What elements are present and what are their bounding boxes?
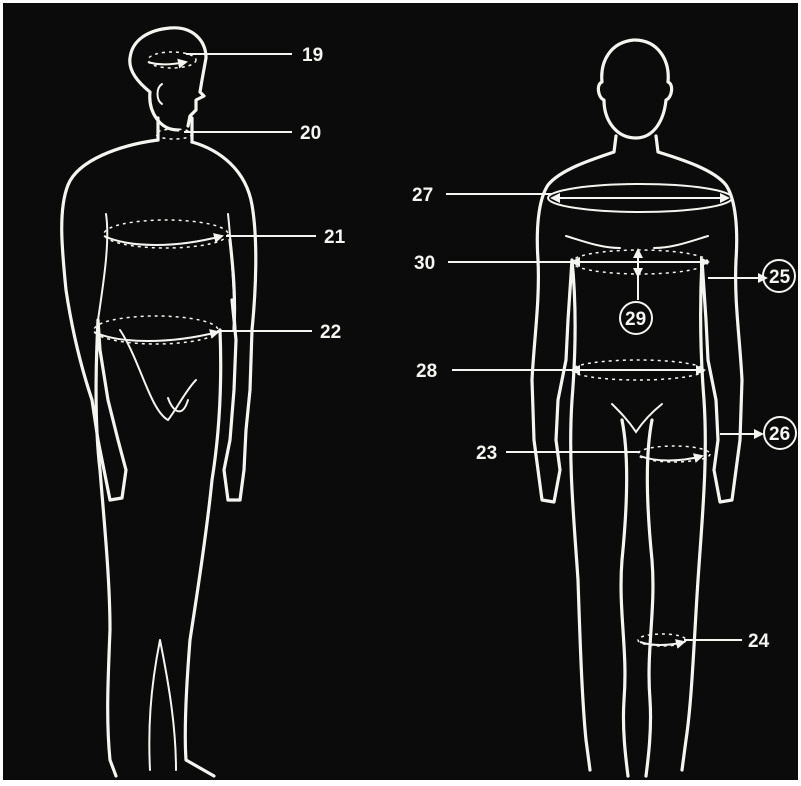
diagram-background (3, 3, 798, 780)
label-25: 25 (769, 267, 791, 288)
label-23: 23 (476, 443, 497, 464)
label-30: 30 (414, 253, 435, 274)
label-19: 19 (302, 45, 323, 66)
label-27: 27 (412, 185, 433, 206)
label-26: 26 (769, 424, 790, 445)
label-20: 20 (300, 123, 321, 144)
label-22: 22 (320, 322, 341, 343)
label-24: 24 (748, 631, 770, 652)
label-28: 28 (416, 361, 437, 382)
label-21: 21 (324, 227, 346, 248)
label-29: 29 (625, 309, 646, 330)
